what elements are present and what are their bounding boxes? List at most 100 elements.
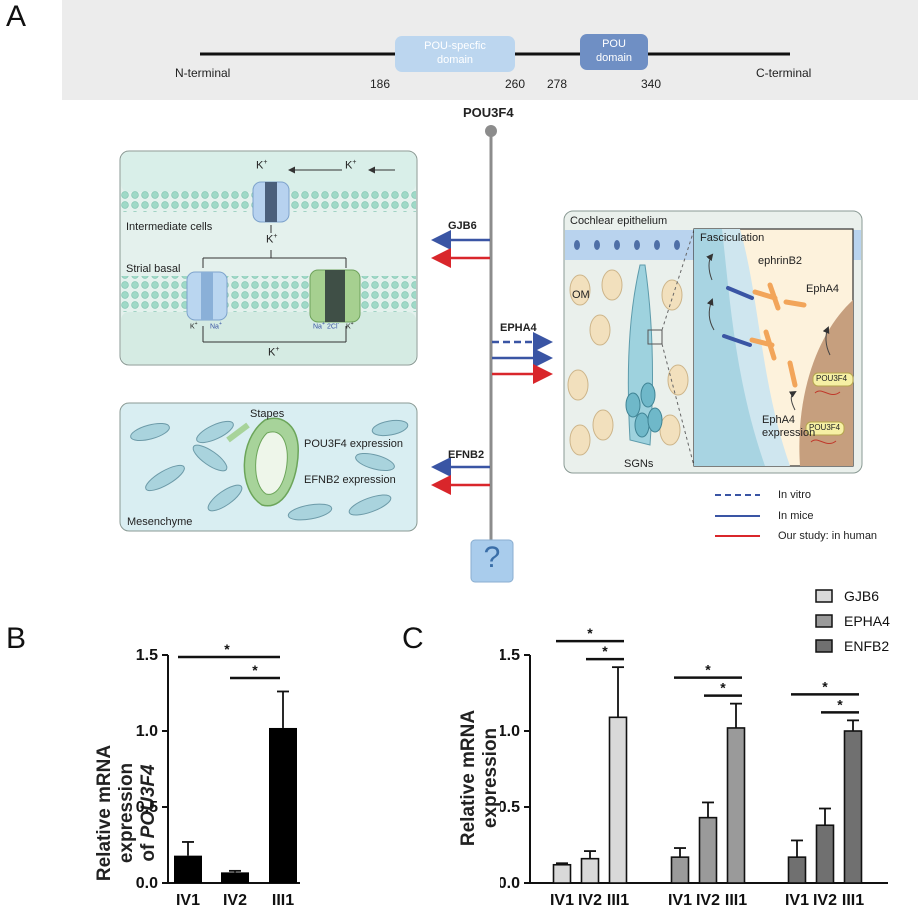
c-xtick-label: III1 — [607, 892, 629, 909]
c-legend-label-GJB6: GJB6 — [844, 588, 879, 604]
stapes-label: Stapes — [250, 408, 285, 420]
c-legend-label-ENFB2: ENFB2 — [844, 638, 889, 654]
b-xtick-label: IV1 — [176, 892, 200, 909]
c-sig-star-EPHA4-1: * — [705, 662, 711, 678]
pou-specific-domain — [395, 36, 515, 72]
mesenchyme-illustration — [119, 402, 418, 532]
c-ytick-label: 0.5 — [500, 799, 520, 816]
pou3f4-node — [485, 125, 497, 137]
b-xtick-label: IV2 — [223, 892, 247, 909]
c-bar-ENFB2-III1 — [843, 730, 863, 884]
position-340: 340 — [641, 77, 662, 91]
c-xtick-label: IV2 — [813, 892, 837, 909]
c-sig-star-EPHA4-2: * — [720, 680, 726, 696]
c-xtick-label: IV1 — [668, 892, 692, 909]
c-bar-EPHA4-IV1 — [670, 856, 690, 884]
c-terminal-label: C-terminal — [756, 66, 812, 80]
sgns-label: SGNs — [624, 458, 654, 470]
c-xtick-label: III1 — [725, 892, 747, 909]
c-legend-label-EPHA4: EPHA4 — [844, 613, 890, 629]
epha4-protein-label: EphA4 — [806, 283, 840, 295]
pou3f4-tag-2: POU3F4 — [809, 423, 841, 432]
stria-vascularis-illustration — [119, 150, 418, 366]
legend-our-study: Our study: in human — [778, 530, 878, 542]
c-ytick-label: 0.0 — [500, 875, 520, 892]
epha4-label: EPHA4 — [500, 322, 537, 334]
c-xtick-label: IV1 — [785, 892, 809, 909]
fasciculation-label: Fasciculation — [700, 232, 765, 244]
ephrinb2-label: ephrinB2 — [758, 255, 803, 267]
k-small-left: K+ — [190, 321, 198, 331]
panel-c-ylabel: Relative mRNA expression — [458, 709, 501, 847]
panel-a-diagram — [119, 34, 863, 583]
c-bar-GJB6-III1 — [608, 716, 628, 884]
c-bar-EPHA4-IV2 — [698, 816, 718, 884]
c-xtick-label: IV2 — [578, 892, 602, 909]
cochlear-epithelium-label: Cochlear epithelium — [570, 215, 668, 227]
c-bar-EPHA4-III1 — [726, 727, 746, 884]
panel-b-letter: B — [6, 622, 27, 655]
c-bar-ENFB2-IV2 — [815, 824, 835, 884]
b-xtick-label: III1 — [272, 892, 294, 909]
c-xtick-label: IV2 — [696, 892, 720, 909]
b-ytick-label: 1.5 — [136, 647, 158, 664]
panel-c-letter: C — [402, 622, 424, 655]
c-sig-star-ENFB2-2: * — [837, 696, 843, 712]
pou3f4-tag-1: POU3F4 — [816, 374, 848, 383]
c-legend-swatch-EPHA4 — [815, 614, 833, 628]
position-278: 278 — [547, 77, 568, 91]
pou-domain — [580, 34, 648, 70]
b-sig-star-1: * — [224, 641, 230, 657]
b-bar-IV1 — [174, 855, 202, 883]
strial-basal-label: Strial basal — [126, 263, 181, 275]
c-legend-swatch-ENFB2 — [815, 639, 833, 653]
question-box — [470, 539, 514, 583]
b-bar-III1 — [269, 727, 297, 883]
question-mark: ? — [483, 541, 501, 574]
position-260: 260 — [505, 77, 526, 91]
k-small-right: K+ — [346, 321, 354, 331]
k-label-bottom: K+ — [268, 346, 280, 359]
c-sig-star-GJB6-2: * — [602, 643, 608, 659]
position-186: 186 — [370, 77, 391, 91]
c-bar-ENFB2-IV1 — [787, 856, 807, 884]
pou3f4-label: POU3F4 — [463, 105, 514, 120]
c-bar-GJB6-IV1 — [552, 863, 572, 884]
k-label-right: K+ — [345, 159, 357, 172]
intermediate-cells-label: Intermediate cells — [126, 221, 213, 233]
c-ytick-label: 1.5 — [500, 647, 520, 664]
efnb2-expression-label: EFNB2 expression — [304, 474, 396, 486]
c-xtick-label: IV1 — [550, 892, 574, 909]
efnb2-label: EFNB2 — [448, 449, 485, 461]
k-label-mid: K+ — [266, 233, 278, 246]
mesenchyme-label: Mesenchyme — [127, 516, 193, 528]
c-sig-star-GJB6-1: * — [587, 625, 593, 641]
pou3f4-expression-label: POU3F4 expression — [304, 438, 404, 450]
b-bar-IV2 — [221, 872, 249, 883]
k-label-top: K+ — [256, 159, 268, 172]
c-sig-star-ENFB2-1: * — [822, 678, 828, 694]
c-ytick-label: 1.0 — [500, 723, 520, 740]
b-ytick-label: 0.0 — [136, 875, 158, 892]
n-terminal-label: N-terminal — [175, 66, 231, 80]
legend-in-vitro: In vitro — [778, 489, 812, 501]
om-label: OM — [572, 289, 590, 301]
cl-small: 2Cl- — [327, 321, 340, 331]
na-small-right: Na+ — [313, 321, 325, 331]
b-ytick-label: 1.0 — [136, 723, 158, 740]
c-legend-swatch-GJB6 — [815, 589, 833, 603]
legend-in-mice: In mice — [778, 510, 814, 522]
gjb6-label: GJB6 — [448, 220, 477, 232]
cochlea-illustration — [563, 210, 863, 474]
b-sig-star-2: * — [252, 662, 258, 678]
c-bar-GJB6-IV2 — [580, 857, 600, 884]
c-xtick-label: III1 — [842, 892, 864, 909]
panel-a-letter: A — [6, 0, 27, 33]
b-ytick-label: 0.5 — [136, 799, 158, 816]
na-small-left: Na+ — [210, 321, 222, 331]
